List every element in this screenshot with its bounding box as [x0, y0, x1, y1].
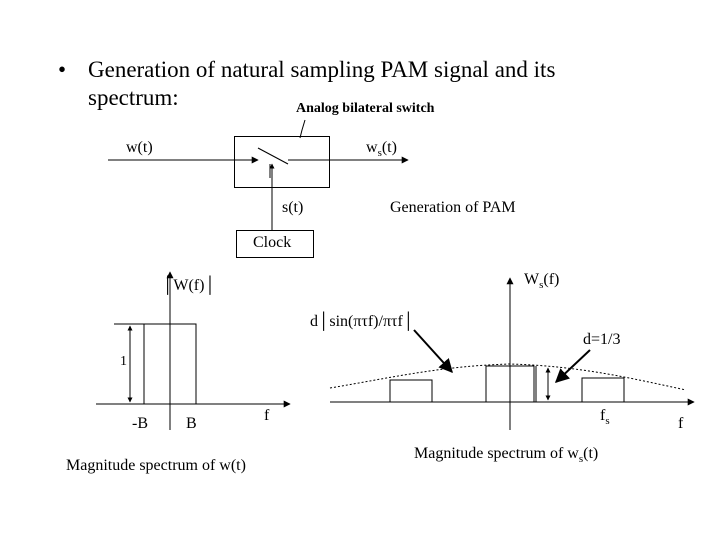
duty-pointer [554, 349, 591, 383]
spectral-pulse-right [581, 377, 625, 403]
spectral-pulse-left [389, 379, 433, 403]
sampling-frequency-label: fs [600, 407, 610, 428]
left-pos-b-label: B [186, 415, 197, 432]
envelope-label: d│sin(πτf)/πτf│ [310, 313, 415, 330]
right-spectrum-title: Ws(f) [524, 271, 560, 292]
clock-box [236, 230, 314, 258]
title-line-1: Generation of natural sampling PAM signa… [88, 57, 556, 82]
control-signal-label: s(t) [282, 199, 304, 216]
left-axis-label: f [264, 407, 270, 424]
left-neg-b-label: -B [132, 415, 148, 432]
title-bullet: • [58, 57, 67, 82]
left-spectrum-rect [143, 323, 197, 405]
switch-blade [257, 147, 289, 165]
generation-of-pam-label: Generation of PAM [390, 199, 516, 216]
left-spectrum-caption: Magnitude spectrum of w(t) [66, 457, 246, 474]
sinc-envelope [329, 363, 687, 391]
spectral-pulse-center [485, 365, 535, 403]
output-signal-label: ws(t) [366, 139, 397, 160]
title-line-2: spectrum: [88, 85, 179, 110]
input-signal-label: w(t) [126, 139, 153, 156]
duty-cycle-label: d=1/3 [583, 331, 621, 348]
envelope-pointer [413, 329, 453, 374]
right-axis-label: f [678, 415, 684, 432]
switch-label-pointer [299, 119, 306, 139]
switch-label: Analog bilateral switch [296, 101, 435, 116]
clock-label: Clock [253, 234, 292, 251]
switch-box [234, 136, 330, 188]
left-level-label: 1 [120, 354, 127, 369]
right-spectrum-caption: Magnitude spectrum of ws(t) [414, 445, 599, 466]
left-spectrum-title: │W(f)│ [162, 277, 216, 294]
